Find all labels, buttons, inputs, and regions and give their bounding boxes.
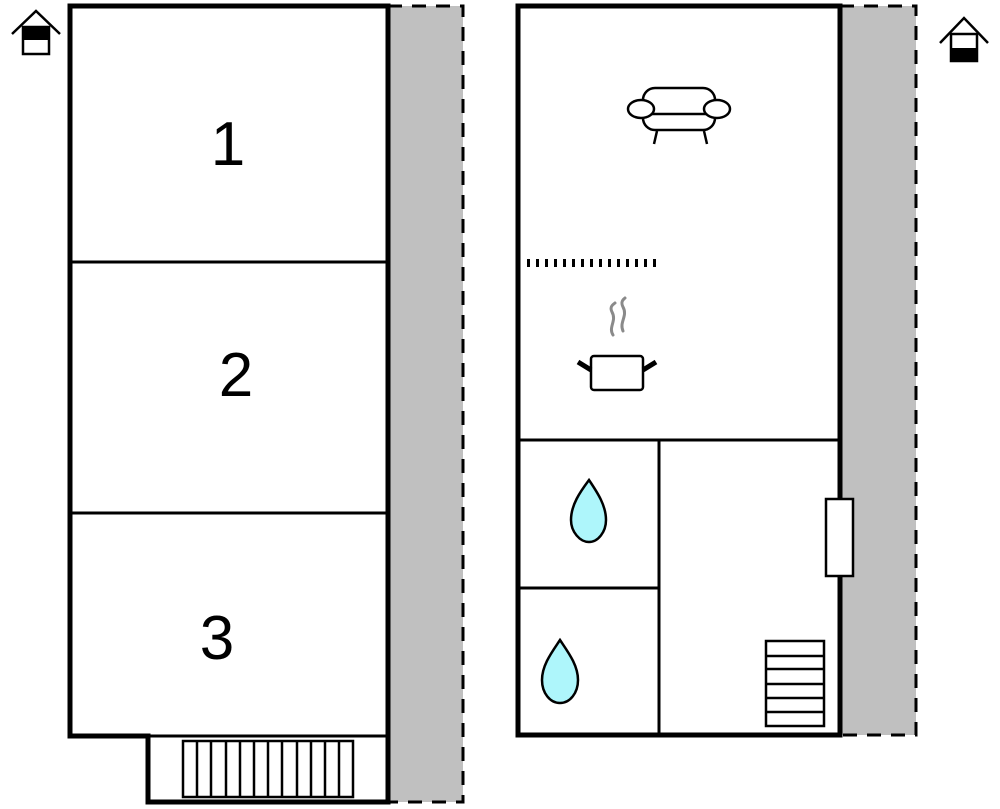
upper-floor-plan: 1 2 3: [67, 3, 465, 805]
upper-floor-icon: [11, 9, 61, 56]
door-icon: [824, 497, 855, 578]
sofa-icon: [626, 86, 732, 145]
water-drop-icon: [569, 477, 608, 544]
ground-floor-outer-wall: [515, 3, 843, 738]
room-label-1: 1: [211, 110, 245, 179]
water-drop-icon: [540, 637, 580, 705]
upper-floor-outer-wall: [67, 3, 391, 805]
terrace-area: [840, 6, 916, 735]
ground-floor-plan: [515, 3, 918, 738]
room-label-2: 2: [219, 341, 253, 410]
terrace-dashed-border: [840, 4, 918, 737]
room-label-3: 3: [200, 604, 234, 673]
terrace-area: [388, 6, 463, 802]
stairs-icon: [181, 739, 355, 799]
terrace-dashed-border: [388, 4, 465, 804]
ground-floor-icon: [939, 16, 989, 63]
stairs-icon: [764, 639, 826, 728]
cooking-pot-icon: [576, 296, 658, 392]
